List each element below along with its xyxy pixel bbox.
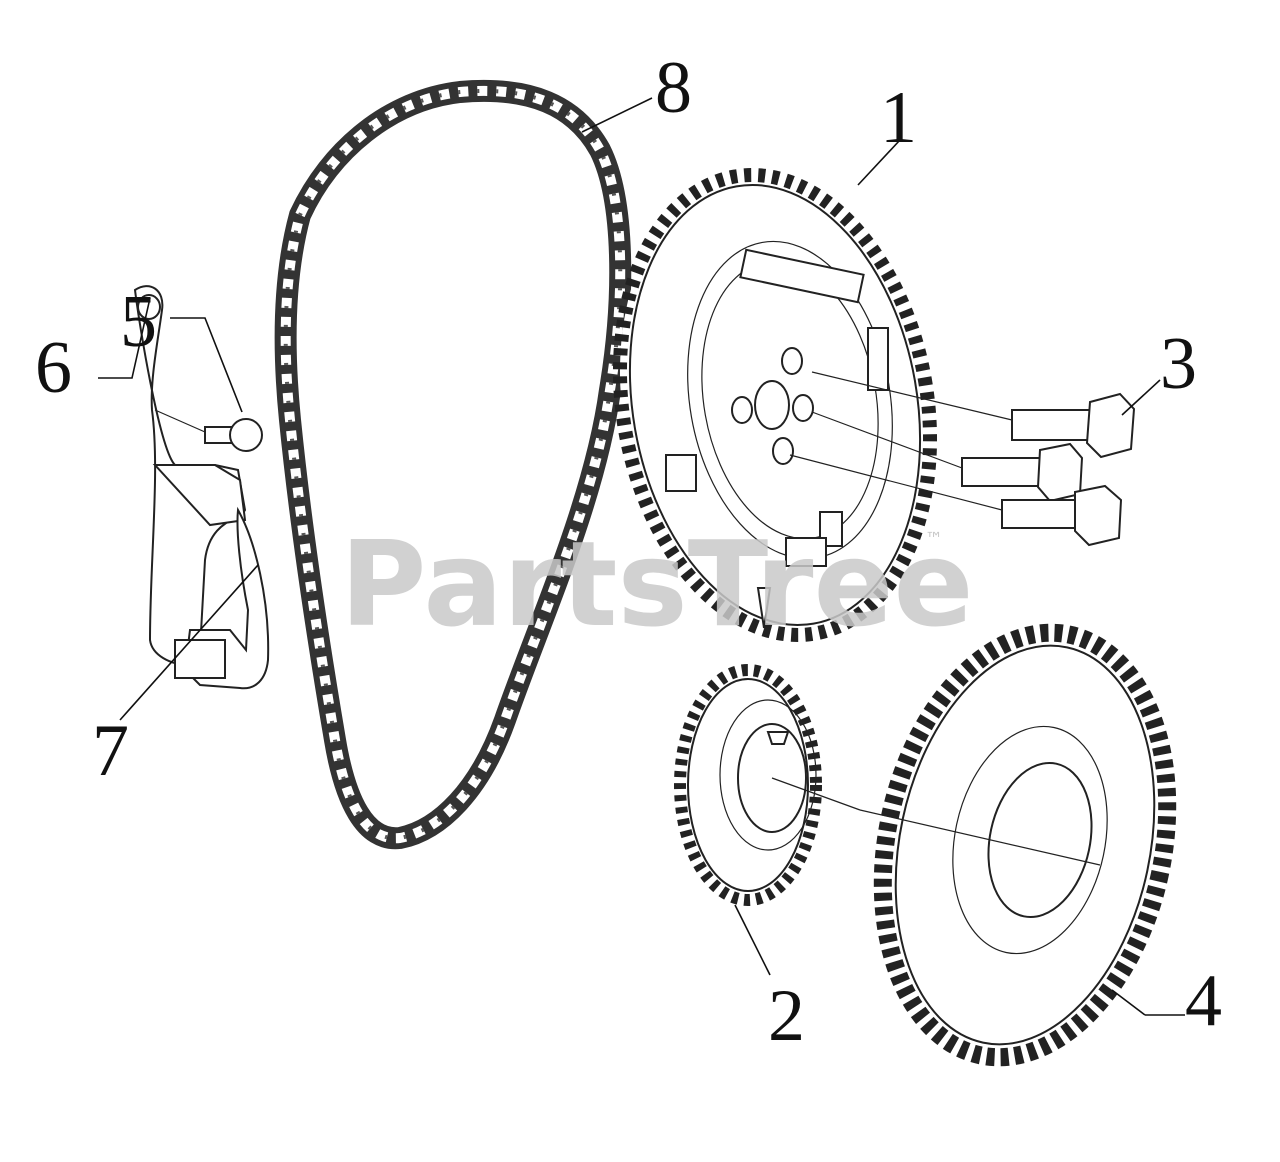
callout-2[interactable]: 2 [768,975,805,1057]
callout-8[interactable]: 8 [655,47,692,129]
trademark-symbol: ™ [925,529,943,550]
callout-4[interactable]: 4 [1185,960,1222,1042]
callout-6[interactable]: 6 [35,327,72,409]
timing-chain-icon[interactable] [274,79,632,850]
leader-lines [98,97,1185,1016]
screw-icon[interactable] [154,409,263,452]
tensioner-spring-icon[interactable] [174,506,270,690]
bolt-icon[interactable] [789,371,1136,547]
callout-1[interactable]: 1 [880,77,917,159]
callout-5[interactable]: 5 [120,281,157,363]
watermark-text: PartsTree [340,515,974,653]
crankshaft-sprocket-icon[interactable] [674,664,861,906]
camshaft-sprocket-icon[interactable] [585,150,965,660]
reluctor-ring-icon[interactable] [845,606,1204,1084]
callout-7[interactable]: 7 [92,710,129,792]
chain-tensioner-icon[interactable] [133,285,247,667]
callout-3[interactable]: 3 [1160,323,1197,405]
